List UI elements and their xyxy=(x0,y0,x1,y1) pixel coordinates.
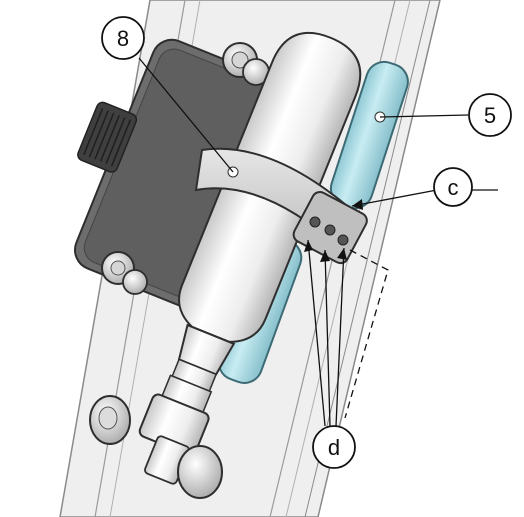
leader-d-3 xyxy=(335,247,345,427)
callout-8: 8 xyxy=(101,16,145,60)
callout-5: 5 xyxy=(468,93,512,137)
leader-c xyxy=(351,189,438,207)
arrowhead-d-3 xyxy=(337,248,347,260)
callout-d: d xyxy=(312,425,356,469)
callout-d-label: d xyxy=(328,435,340,460)
valve-knob-left xyxy=(89,395,131,445)
buckle-screws xyxy=(309,216,349,246)
callout-5-label: 5 xyxy=(484,103,496,128)
arrowhead-d-1 xyxy=(304,240,313,252)
arrowhead-c xyxy=(352,199,363,210)
bracket-bolt-lower-right xyxy=(122,269,148,295)
leader-d-dashed xyxy=(344,249,389,419)
callout-c: c xyxy=(433,167,473,207)
leader-d-1 xyxy=(307,239,326,427)
arrowhead-d-2 xyxy=(320,250,330,262)
leader-5 xyxy=(379,114,469,118)
valve-knob-bottom xyxy=(144,435,223,499)
leader-d-2 xyxy=(324,249,331,427)
callout-c-label: c xyxy=(448,175,459,200)
leader-lines xyxy=(138,57,498,427)
callout-8-label: 8 xyxy=(117,26,129,51)
leader-8 xyxy=(138,57,234,173)
bracket-knob xyxy=(77,101,138,173)
